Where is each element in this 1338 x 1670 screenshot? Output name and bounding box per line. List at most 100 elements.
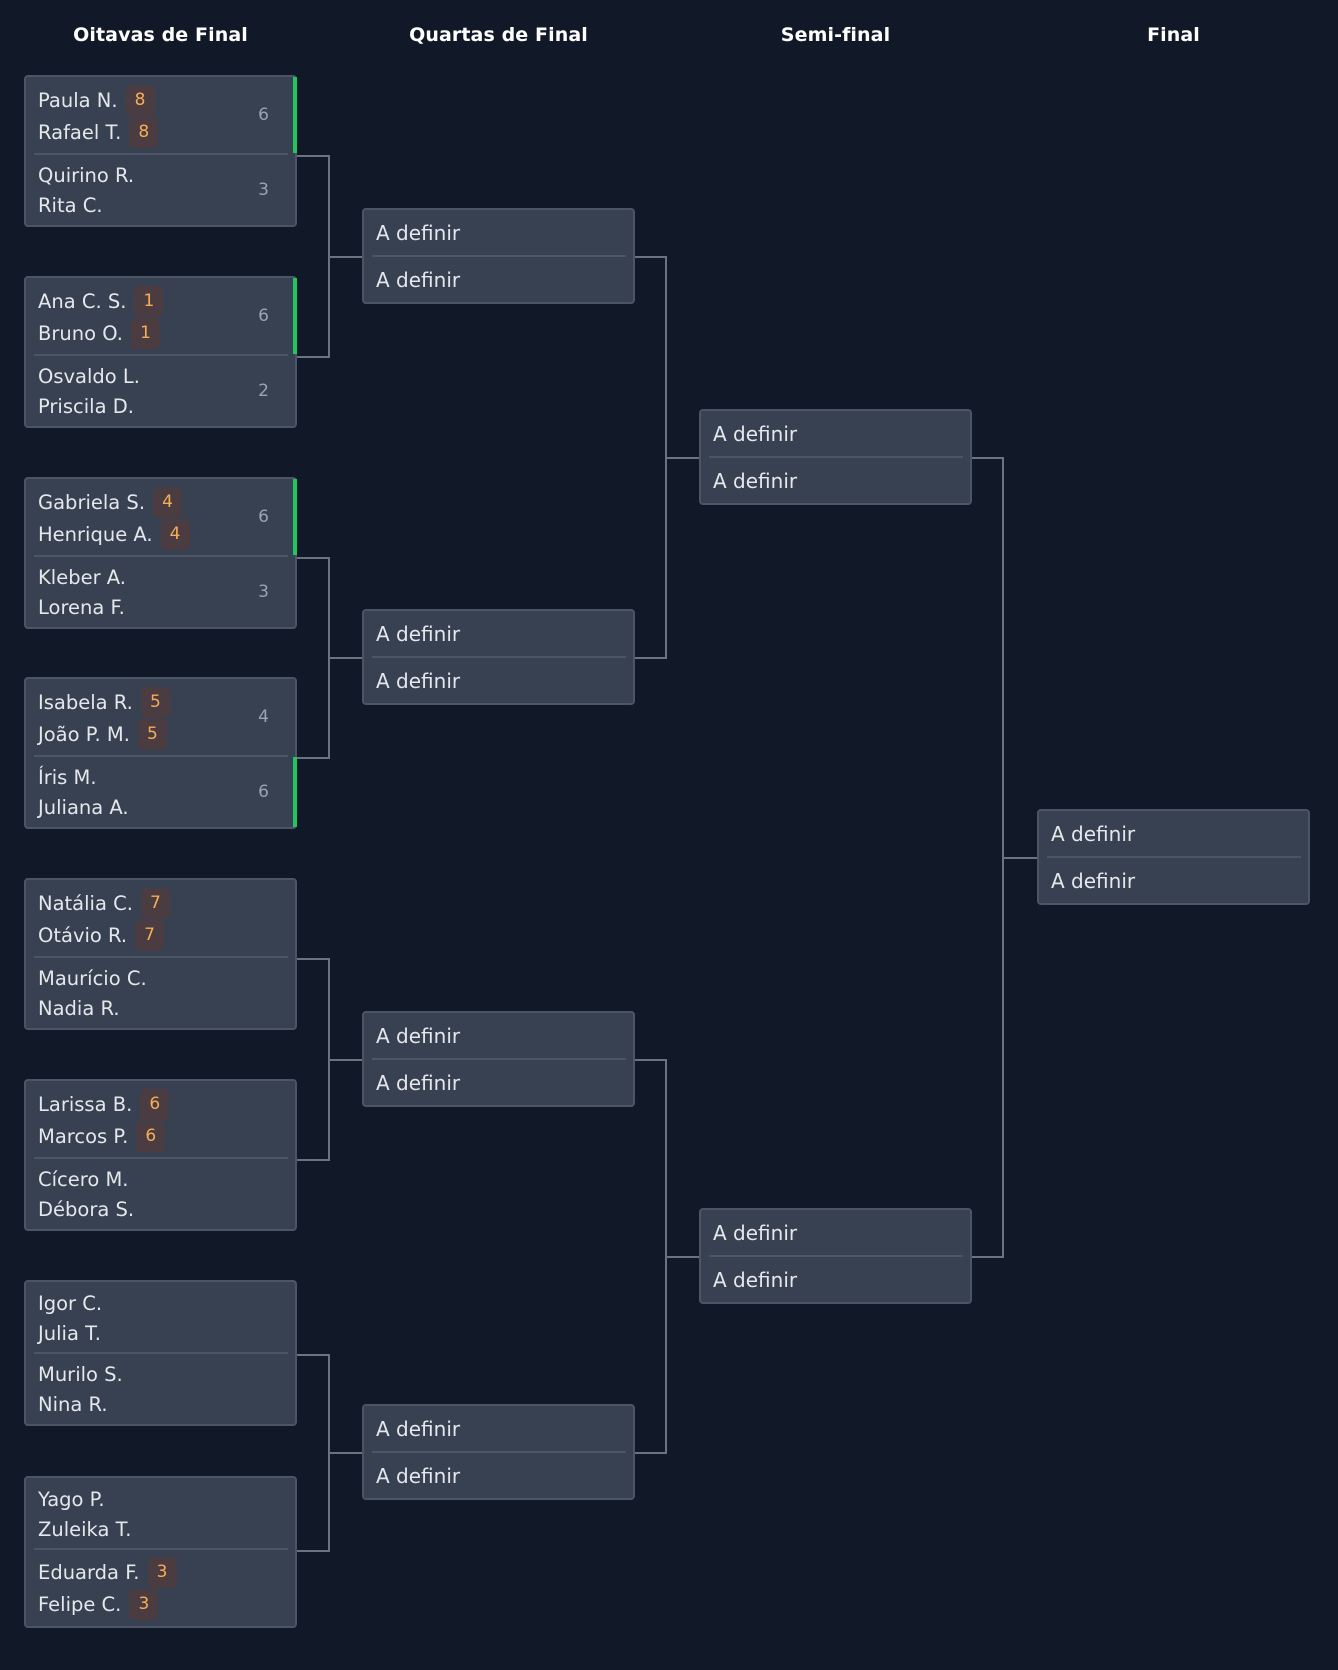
team-players: Maurício C.Nadia R. [38, 963, 147, 1023]
team-row-tbd[interactable]: A definir [376, 1023, 461, 1048]
player-name: Osvaldo L. [38, 364, 140, 388]
player: Eduarda F.3 [38, 1556, 177, 1588]
team-row-tbd[interactable]: A definir [376, 621, 461, 646]
player-name: Natália C. [38, 891, 133, 915]
team-row-tbd[interactable]: A definir [1051, 868, 1136, 893]
connector-line [297, 155, 330, 157]
player-name: Gabriela S. [38, 490, 146, 514]
seed-badge: 8 [125, 84, 155, 116]
seed-badge: 1 [131, 317, 160, 349]
team-divider [372, 1451, 626, 1453]
team-score: 4 [258, 707, 269, 727]
team-row-tbd[interactable]: A definir [713, 468, 798, 493]
connector-line [635, 256, 666, 258]
player: Zuleika T. [38, 1514, 131, 1544]
player: João P. M.5 [38, 718, 170, 750]
seed-badge: 7 [140, 887, 170, 919]
team-row[interactable]: Kleber A.Lorena F.3 [26, 557, 295, 627]
seed-badge: 8 [129, 116, 159, 148]
team-row-tbd[interactable]: A definir [376, 1463, 461, 1488]
match-card-quarterfinal[interactable]: A definir A definir [362, 1011, 635, 1107]
team-divider [372, 1058, 626, 1060]
connector-line [972, 1256, 1003, 1258]
team-row[interactable]: Maurício C.Nadia R. [26, 958, 295, 1028]
match-card-round-of-16[interactable]: Igor C.Julia T. Murilo S.Nina R. [24, 1280, 297, 1426]
connector-line [297, 757, 330, 759]
player-name: Juliana A. [38, 795, 129, 819]
player: Juliana A. [38, 792, 129, 822]
team-row-tbd[interactable]: A definir [376, 668, 461, 693]
connector-line [297, 1550, 330, 1552]
team-players: Igor C.Julia T. [38, 1288, 102, 1348]
player-name: Cícero M. [38, 1167, 129, 1191]
team-row[interactable]: Igor C.Julia T. [26, 1282, 295, 1352]
winner-indicator [293, 757, 297, 827]
team-divider [34, 555, 288, 557]
player-name: Íris M. [38, 765, 97, 789]
connector-line [328, 256, 362, 258]
player: Yago P. [38, 1484, 131, 1514]
team-row-tbd[interactable]: A definir [713, 1220, 798, 1245]
player-name: João P. M. [38, 722, 130, 746]
player: Débora S. [38, 1194, 134, 1224]
team-row[interactable]: Yago P. Zuleika T. [26, 1478, 295, 1548]
player-name: Bruno O. [38, 321, 123, 345]
team-row[interactable]: Murilo S.Nina R. [26, 1354, 295, 1424]
team-players: Murilo S.Nina R. [38, 1359, 123, 1419]
match-card-semifinal[interactable]: A definir A definir [699, 409, 972, 505]
team-row-tbd[interactable]: A definir [376, 220, 461, 245]
team-divider [34, 1157, 288, 1159]
player: Íris M. [38, 762, 129, 792]
team-divider [34, 153, 288, 155]
player-name: Otávio R. [38, 923, 128, 947]
connector-line [328, 1452, 362, 1454]
player-name: Yago P. [38, 1487, 105, 1511]
match-card-quarterfinal[interactable]: A definir A definir [362, 208, 635, 304]
match-card-quarterfinal[interactable]: A definir A definir [362, 1404, 635, 1500]
team-row[interactable]: Íris M.Juliana A.6 [26, 757, 297, 827]
player-name: Kleber A. [38, 565, 126, 589]
team-divider [34, 956, 288, 958]
team-row-tbd[interactable]: A definir [376, 267, 461, 292]
player-name: Felipe C. [38, 1592, 122, 1616]
team-row[interactable]: Cícero M. Débora S. [26, 1159, 295, 1229]
match-card-semifinal[interactable]: A definir A definir [699, 1208, 972, 1304]
team-row[interactable]: Osvaldo L.Priscila D.2 [26, 356, 295, 426]
team-row-tbd[interactable]: A definir [1051, 821, 1136, 846]
round-title-round-of-16: Oitavas de Final [73, 24, 248, 46]
connector-line [297, 1354, 330, 1356]
match-card-final[interactable]: A definir A definir [1037, 809, 1310, 905]
team-row[interactable]: Quirino R.Rita C.3 [26, 155, 295, 225]
team-row-tbd[interactable]: A definir [376, 1416, 461, 1441]
team-divider [709, 456, 963, 458]
team-row-tbd[interactable]: A definir [376, 1070, 461, 1095]
team-row-tbd[interactable]: A definir [713, 1267, 798, 1292]
player: Osvaldo L. [38, 361, 140, 391]
player: Igor C. [38, 1288, 102, 1318]
player: Cícero M. [38, 1164, 134, 1194]
team-row-tbd[interactable]: A definir [713, 421, 798, 446]
team-divider [1047, 856, 1301, 858]
player-name: Débora S. [38, 1197, 135, 1221]
match-card-quarterfinal[interactable]: A definir A definir [362, 609, 635, 705]
player: Larissa B.6 [38, 1088, 170, 1120]
connector-line [297, 1159, 330, 1161]
